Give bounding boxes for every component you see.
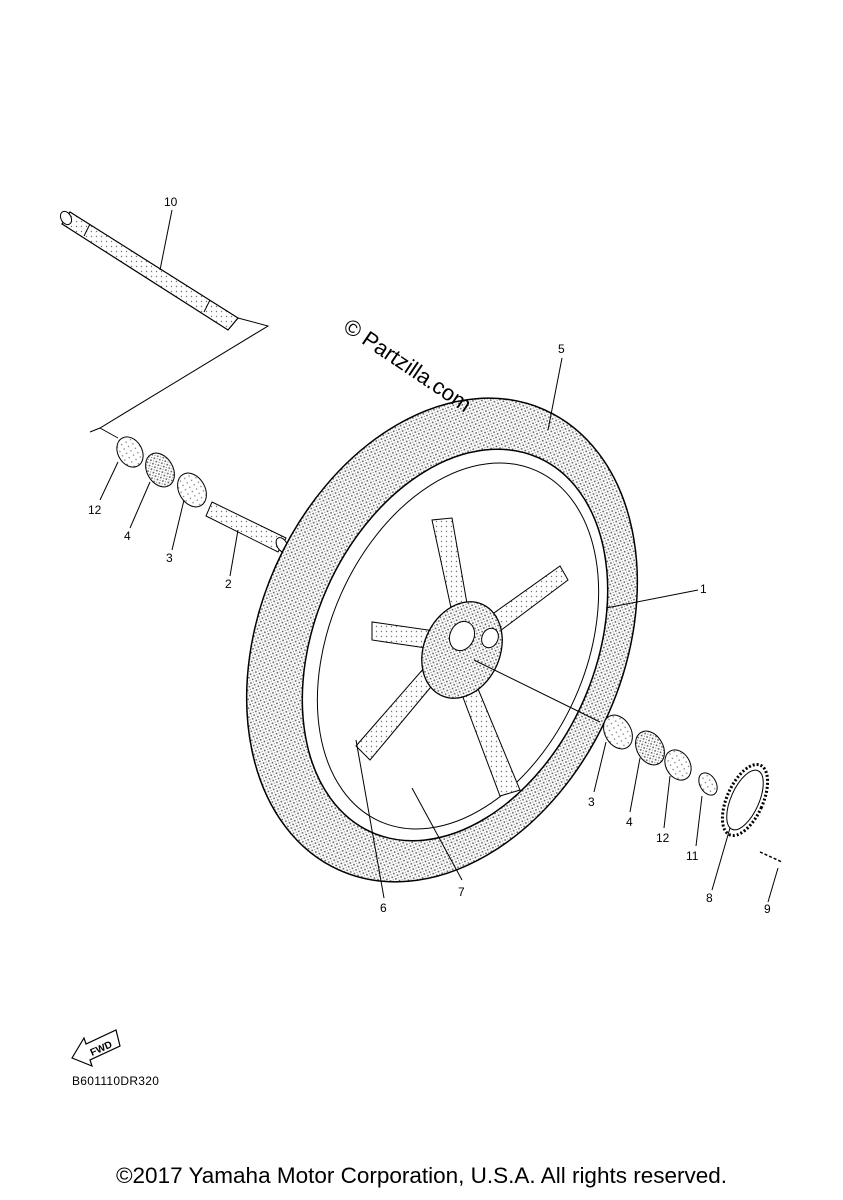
left-spacer-parts — [116, 436, 289, 553]
callout-3-left: 3 — [166, 551, 173, 565]
assembly-guide-line — [89, 317, 270, 439]
callout-12-left: 12 — [88, 503, 102, 517]
axle-part — [59, 210, 239, 331]
diagram-code: B601110DR320 — [72, 1074, 160, 1088]
callout-labels: 10 5 1 12 4 3 2 3 4 12 11 8 9 6 7 — [88, 195, 771, 916]
callout-4-right: 4 — [626, 815, 633, 829]
right-spacer-parts — [603, 714, 783, 863]
callout-12-right: 12 — [656, 831, 670, 845]
fwd-arrow: FWD — [71, 1029, 121, 1068]
callout-5: 5 — [558, 342, 565, 356]
callout-10: 10 — [164, 195, 178, 209]
watermark: © Partzilla.com — [339, 313, 476, 417]
callout-8: 8 — [706, 891, 713, 905]
wheel-assembly — [245, 397, 639, 883]
callout-4-left: 4 — [124, 529, 131, 543]
callout-11: 11 — [686, 849, 699, 863]
callout-7: 7 — [458, 885, 465, 899]
callout-3-right: 3 — [588, 795, 595, 809]
callout-1: 1 — [700, 582, 707, 596]
leader-lines — [99, 209, 779, 903]
callout-2: 2 — [225, 577, 232, 591]
callout-9: 9 — [764, 902, 771, 916]
callout-6: 6 — [380, 901, 387, 915]
copyright-notice: ©2017 Yamaha Motor Corporation, U.S.A. A… — [115, 1163, 728, 1188]
